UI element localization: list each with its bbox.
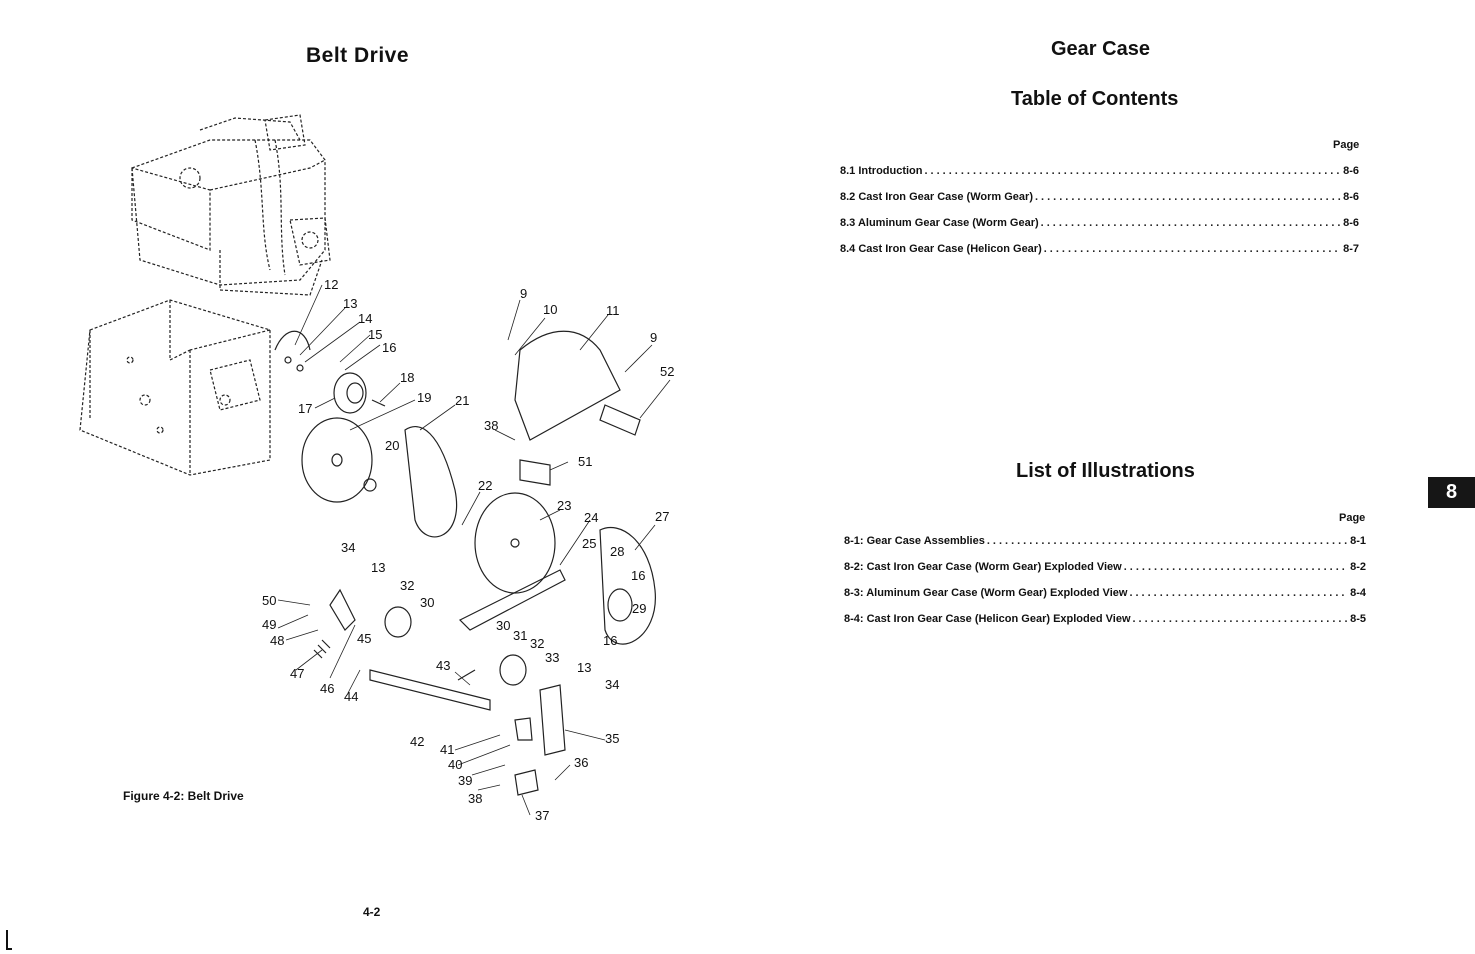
bracket-37 — [514, 769, 539, 796]
svg-text:16: 16 — [631, 568, 645, 583]
svg-text:15: 15 — [368, 327, 382, 342]
svg-text:32: 32 — [530, 636, 544, 651]
loi-item[interactable]: 8-3: Aluminum Gear Case (Worm Gear) Expl… — [844, 587, 1366, 599]
idler-bracket — [329, 588, 356, 631]
list-of-illustrations: 8-1: Gear Case Assemblies...............… — [844, 535, 1366, 639]
svg-text:47: 47 — [290, 666, 304, 681]
right-page: Gear Case Table of Contents Page 8.1 Int… — [760, 0, 1475, 954]
svg-text:30: 30 — [496, 618, 510, 633]
svg-text:49: 49 — [262, 617, 276, 632]
svg-text:10: 10 — [543, 302, 557, 317]
page-number: 4-2 — [363, 905, 381, 919]
bracket-51 — [519, 459, 551, 486]
svg-text:21: 21 — [455, 393, 469, 408]
pulley-17 — [333, 372, 367, 414]
bracket-24 — [458, 569, 566, 631]
figure-caption: Figure 4-2: Belt Drive — [123, 789, 244, 803]
svg-text:12: 12 — [324, 277, 338, 292]
idler-32 — [384, 606, 412, 638]
svg-text:38: 38 — [468, 791, 482, 806]
section-tab: 8 — [1428, 477, 1475, 508]
belt-21 — [404, 426, 458, 538]
svg-text:25: 25 — [582, 536, 596, 551]
svg-text:22: 22 — [478, 478, 492, 493]
svg-text:36: 36 — [574, 755, 588, 770]
svg-text:13: 13 — [371, 560, 385, 575]
svg-text:50: 50 — [262, 593, 276, 608]
svg-text:19: 19 — [417, 390, 431, 405]
belt-27 — [599, 526, 656, 645]
lever-42 — [369, 669, 491, 711]
svg-text:29: 29 — [632, 601, 646, 616]
svg-text:16: 16 — [603, 633, 617, 648]
svg-text:32: 32 — [400, 578, 414, 593]
svg-text:48: 48 — [270, 633, 284, 648]
svg-text:13: 13 — [343, 296, 357, 311]
svg-text:39: 39 — [458, 773, 472, 788]
crop-mark — [6, 930, 12, 950]
loi-heading: List of Illustrations — [1016, 460, 1195, 482]
svg-text:41: 41 — [440, 742, 454, 757]
frame-illustration — [79, 299, 271, 476]
svg-text:52: 52 — [660, 364, 674, 379]
svg-text:33: 33 — [545, 650, 559, 665]
callout-labels: 12 13 14 15 16 17 18 19 20 21 22 23 24 2… — [262, 277, 674, 823]
svg-text:20: 20 — [385, 438, 399, 453]
toc-item[interactable]: 8.4 Cast Iron Gear Case (Helicon Gear)..… — [840, 243, 1359, 255]
toc-item[interactable]: 8.2 Cast Iron Gear Case (Worm Gear).....… — [840, 191, 1359, 203]
loi-page-label: Page — [1339, 512, 1366, 524]
svg-text:31: 31 — [513, 628, 527, 643]
svg-text:45: 45 — [357, 631, 371, 646]
svg-text:14: 14 — [358, 311, 372, 326]
bracket-40 — [514, 717, 533, 741]
loi-item[interactable]: 8-1: Gear Case Assemblies...............… — [844, 535, 1366, 547]
svg-text:27: 27 — [655, 509, 669, 524]
toc-page-label: Page — [1333, 139, 1360, 151]
svg-text:9: 9 — [650, 330, 657, 345]
svg-text:30: 30 — [420, 595, 434, 610]
svg-text:23: 23 — [557, 498, 571, 513]
pulley-19 — [301, 417, 373, 503]
svg-text:13: 13 — [577, 660, 591, 675]
svg-text:37: 37 — [535, 808, 549, 823]
svg-text:34: 34 — [341, 540, 355, 555]
bracket-12 — [274, 330, 311, 351]
svg-text:9: 9 — [520, 286, 527, 301]
page-title: Belt Drive — [306, 44, 410, 67]
svg-text:17: 17 — [298, 401, 312, 416]
svg-text:35: 35 — [605, 731, 619, 746]
belt-drive-exploded-diagram: 12 13 14 15 16 17 18 19 20 21 22 23 24 2… — [79, 114, 674, 823]
svg-text:24: 24 — [584, 510, 598, 525]
svg-text:46: 46 — [320, 681, 334, 696]
left-page: Belt Drive — [6, 44, 674, 950]
engine-illustration — [131, 114, 331, 296]
svg-text:42: 42 — [410, 734, 424, 749]
table-of-contents: 8.1 Introduction........................… — [840, 165, 1359, 269]
bracket-52 — [599, 404, 641, 436]
loi-item[interactable]: 8-2: Cast Iron Gear Case (Worm Gear) Exp… — [844, 561, 1366, 573]
svg-text:51: 51 — [578, 454, 592, 469]
bracket-35 — [539, 684, 566, 756]
svg-text:38: 38 — [484, 418, 498, 433]
toc-item[interactable]: 8.3 Aluminum Gear Case (Worm Gear)......… — [840, 217, 1359, 229]
section-title: Gear Case — [1051, 38, 1150, 60]
svg-text:18: 18 — [400, 370, 414, 385]
svg-text:44: 44 — [344, 689, 358, 704]
belt-guard-11 — [514, 330, 621, 441]
svg-text:34: 34 — [605, 677, 619, 692]
svg-text:11: 11 — [606, 303, 620, 318]
svg-text:28: 28 — [610, 544, 624, 559]
svg-text:43: 43 — [436, 658, 450, 673]
toc-item[interactable]: 8.1 Introduction........................… — [840, 165, 1359, 177]
toc-heading: Table of Contents — [1011, 88, 1179, 110]
loi-item[interactable]: 8-4: Cast Iron Gear Case (Helicon Gear) … — [844, 613, 1366, 625]
svg-text:40: 40 — [448, 757, 462, 772]
idler-32b — [499, 654, 527, 686]
svg-text:16: 16 — [382, 340, 396, 355]
